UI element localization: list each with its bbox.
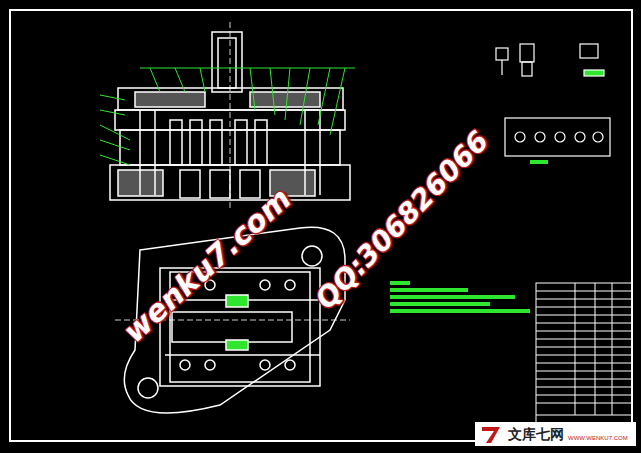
watermark: QQ:306826066 [309, 124, 495, 315]
logo-box: 文库七网 WWW.WENKU7.COM [504, 422, 636, 446]
logo-name: 文库七网 [508, 427, 564, 441]
logo-url: WWW.WENKU7.COM [568, 435, 628, 441]
watermark: wenku7.com [116, 181, 297, 349]
